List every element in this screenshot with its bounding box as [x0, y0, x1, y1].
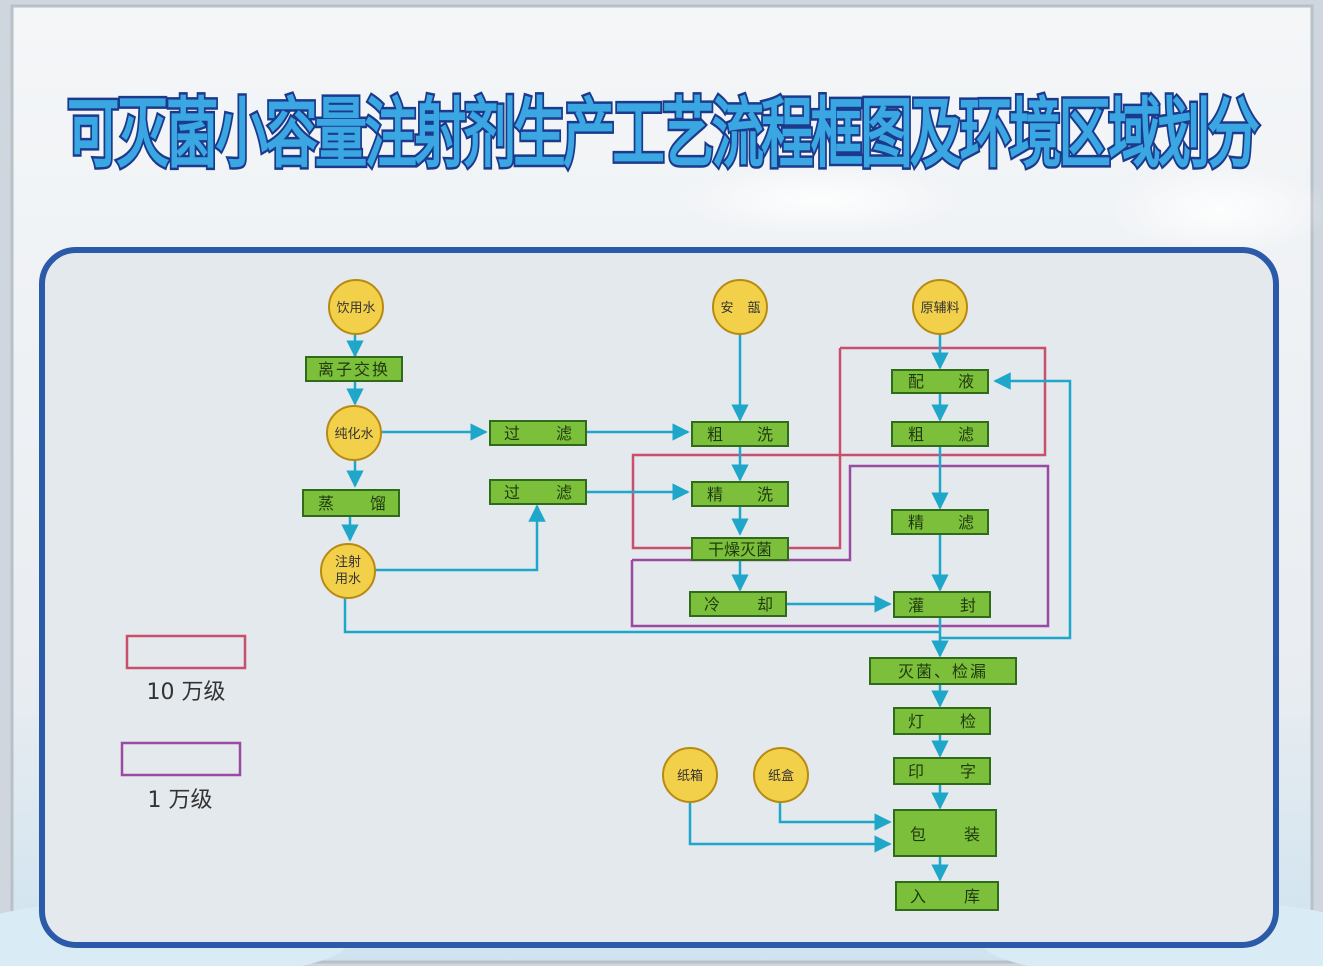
node-drinking-water-label: 饮用水: [336, 301, 375, 316]
node-rough-wash-label-2: 洗: [757, 425, 773, 444]
node-cool-label-1: 冷: [704, 595, 720, 614]
node-filter-2-label-2: 滤: [556, 483, 572, 502]
node-store: 入 库: [895, 881, 999, 911]
node-rough-filter-label-1: 粗: [908, 425, 924, 444]
node-purified-water-label: 纯化水: [334, 427, 373, 442]
diagram-frame: [39, 247, 1279, 948]
node-rough-filter: 粗 滤: [891, 421, 989, 447]
node-box: 纸盒: [753, 747, 809, 803]
node-dry-sterilize-label: 干燥灭菌: [708, 540, 772, 559]
legend-label-100k: 10 万级: [147, 680, 226, 705]
node-pack: 包 装: [893, 809, 997, 857]
node-cool: 冷 却: [689, 591, 787, 617]
node-filter-1: 过 滤: [489, 420, 587, 446]
cloud-decoration: [680, 165, 960, 235]
node-fine-wash-label-1: 精: [707, 485, 723, 504]
node-wfi-label-line1: 注射: [335, 554, 361, 570]
node-drinking-water: 饮用水: [328, 279, 384, 335]
node-sterilize-leak-label: 灭菌、检漏: [898, 662, 988, 681]
cloud-decoration: [1110, 165, 1323, 255]
node-sterilize-leak-test: 灭菌、检漏: [869, 657, 1017, 685]
node-ion-exchange-label: 离子交换: [318, 360, 390, 379]
node-fine-filter-label-1: 精: [908, 513, 924, 532]
node-purified-water: 纯化水: [326, 405, 382, 461]
node-ampoule: 安 瓿: [712, 279, 768, 335]
node-print: 印 字: [893, 757, 991, 785]
node-fill-seal-label-1: 灌: [908, 596, 924, 615]
node-fine-filter: 精 滤: [891, 509, 989, 535]
node-dry-sterilize: 干燥灭菌: [691, 537, 789, 561]
legend: 10 万级 1 万级: [120, 634, 247, 813]
node-distill-label-1: 蒸: [318, 494, 334, 513]
node-prepare-solution: 配 液: [891, 369, 989, 394]
node-print-label-2: 字: [960, 762, 976, 781]
node-pack-label-2: 装: [964, 825, 980, 844]
node-raw-materials: 原辅料: [912, 279, 968, 335]
node-water-for-injection: 注射 用水: [320, 543, 376, 599]
node-filter-1-label-1: 过: [504, 424, 520, 443]
node-fill-seal: 灌 封: [893, 591, 991, 618]
node-fine-wash: 精 洗: [691, 481, 789, 507]
legend-swatch-10k: [120, 741, 242, 777]
node-light-inspect: 灯 检: [893, 707, 991, 735]
node-filter-1-label-2: 滤: [556, 424, 572, 443]
node-box-label: 纸盒: [768, 768, 794, 784]
node-distill: 蒸 馏: [302, 489, 400, 517]
node-pack-label-1: 包: [910, 825, 926, 844]
node-prepare-label-1: 配: [908, 372, 924, 391]
node-ion-exchange: 离子交换: [305, 356, 403, 382]
node-filter-2-label-1: 过: [504, 483, 520, 502]
legend-label-10k: 1 万级: [148, 788, 213, 813]
zone-10k-boundary: [630, 464, 1050, 628]
node-print-label-1: 印: [908, 762, 924, 781]
zone-100k-boundary: [631, 346, 1047, 550]
node-ampoule-label-1: 安: [720, 301, 733, 316]
node-cool-label-2: 却: [757, 595, 773, 614]
node-wfi-label-line2: 用水: [335, 572, 361, 587]
node-fine-wash-label-2: 洗: [757, 485, 773, 504]
node-fine-filter-label-2: 滤: [958, 513, 974, 532]
node-prepare-label-2: 液: [958, 372, 974, 391]
node-raw-materials-label: 原辅料: [920, 301, 959, 316]
node-store-label-2: 库: [964, 887, 980, 906]
node-rough-wash: 粗 洗: [691, 421, 789, 447]
node-carton-label: 纸箱: [677, 768, 703, 784]
node-light-inspect-label-1: 灯: [908, 712, 924, 731]
node-rough-filter-label-2: 滤: [958, 425, 974, 444]
page-title: 可灭菌小容量注射剂生产工艺流程框图及环境区域划分: [67, 89, 1259, 178]
node-filter-2: 过 滤: [489, 479, 587, 505]
node-carton: 纸箱: [662, 747, 718, 803]
node-distill-label-2: 馏: [370, 494, 386, 513]
node-store-label-1: 入: [910, 887, 926, 906]
node-ampoule-label-2: 瓿: [747, 301, 760, 316]
node-light-inspect-label-2: 检: [960, 712, 976, 731]
node-fill-seal-label-2: 封: [960, 596, 976, 615]
flow-connectors: [341, 334, 1072, 882]
node-rough-wash-label-1: 粗: [707, 425, 723, 444]
legend-swatch-100k: [125, 634, 247, 670]
